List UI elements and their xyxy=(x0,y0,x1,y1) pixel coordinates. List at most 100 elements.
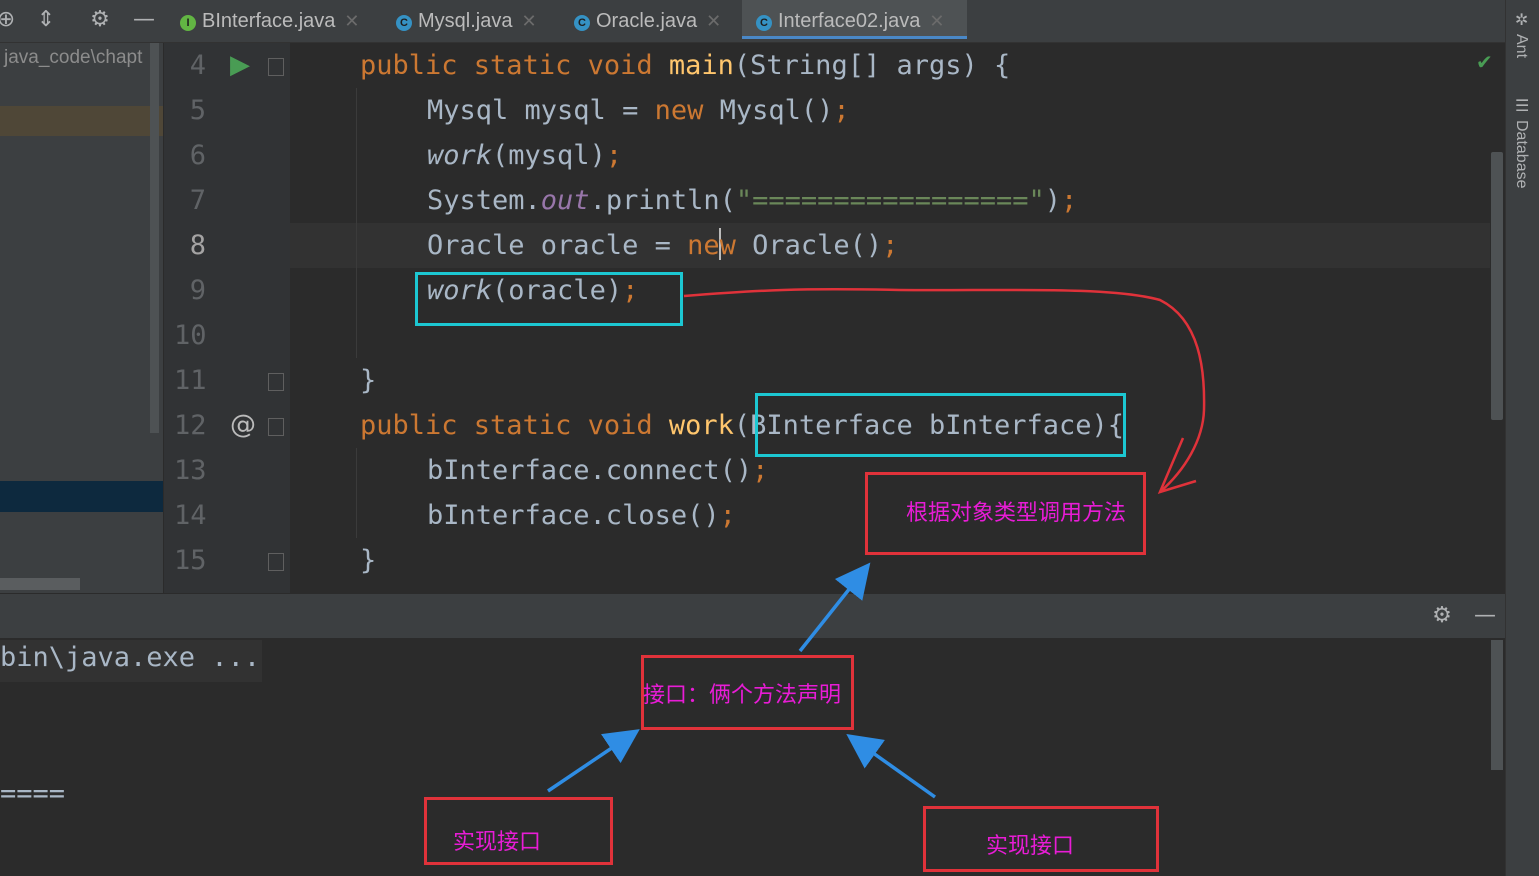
run-icon[interactable]: ▶ xyxy=(230,50,250,80)
line-number: 15 xyxy=(174,545,207,576)
tab-label: Mysql.java xyxy=(418,10,513,32)
tab-label: Interface02.java xyxy=(778,10,921,32)
code-line-7[interactable]: System.out.println("================="); xyxy=(427,178,1077,223)
code-text: System. xyxy=(427,185,541,216)
class-icon: C xyxy=(574,15,590,31)
close-icon[interactable]: ✕ xyxy=(344,11,360,31)
line-number: 9 xyxy=(189,275,206,306)
indent-guide xyxy=(356,88,357,358)
collapse-icon[interactable]: ⇕ xyxy=(36,7,56,32)
code-line-13[interactable]: bInterface.connect(); xyxy=(427,448,768,493)
string-literal: "=================" xyxy=(735,185,1045,216)
gear-icon[interactable]: ⚙ xyxy=(90,7,110,32)
semicolon: ; xyxy=(882,230,899,261)
line-number: 12 xyxy=(174,410,207,441)
code-line-8[interactable]: Oracle oracle = new Oracle(); xyxy=(427,223,898,268)
code-text: bInterface.connect() xyxy=(427,455,753,486)
code-editor[interactable]: public static void main(String[] args) {… xyxy=(290,43,1505,593)
ant-icon: ✲ xyxy=(1515,10,1529,29)
database-tool-button[interactable]: Database xyxy=(1513,120,1530,189)
close-icon[interactable]: ✕ xyxy=(521,11,537,31)
semicolon: ; xyxy=(833,95,850,126)
console-scrollbar[interactable] xyxy=(1491,640,1503,770)
semicolon: ; xyxy=(605,140,623,171)
close-icon[interactable]: ✕ xyxy=(706,11,722,31)
code-line-9[interactable]: work(oracle); xyxy=(427,268,638,313)
semicolon: ; xyxy=(1061,185,1078,216)
code-line-14[interactable]: bInterface.close(); xyxy=(427,493,736,538)
project-hscrollbar[interactable] xyxy=(0,578,80,590)
code-line-15[interactable]: } xyxy=(360,545,377,576)
current-line-highlight xyxy=(290,223,1490,268)
method-name: main xyxy=(668,50,734,81)
fold-marker-icon[interactable] xyxy=(268,373,284,391)
ant-tool-button[interactable]: Ant xyxy=(1513,34,1530,59)
close-icon[interactable]: ✕ xyxy=(929,11,945,31)
line-number: 5 xyxy=(189,95,206,126)
keyword: w xyxy=(719,230,753,261)
keyword: void xyxy=(587,50,669,81)
code-text: (String[] args) { xyxy=(733,50,1011,81)
keyword: static xyxy=(473,410,588,441)
editor-scrollbar[interactable] xyxy=(1491,152,1503,420)
minimize-icon[interactable]: — xyxy=(133,7,155,32)
tab-interface02[interactable]: C Interface02.java ✕ xyxy=(742,0,967,39)
keyword: static xyxy=(473,50,588,81)
fold-marker-icon[interactable] xyxy=(268,553,284,571)
keyword: ne xyxy=(687,230,720,261)
fold-marker-icon[interactable] xyxy=(268,418,284,436)
minimize-icon[interactable]: — xyxy=(1474,603,1496,628)
gear-icon[interactable]: ⚙ xyxy=(1432,603,1452,628)
class-icon: C xyxy=(756,15,772,31)
code-text: Mysql() xyxy=(719,95,834,126)
code-text: (mysql) xyxy=(492,140,606,171)
method-name: work xyxy=(668,410,734,441)
keyword: public xyxy=(360,50,474,81)
project-path[interactable]: java_code\chapt xyxy=(4,47,143,68)
line-number: 7 xyxy=(189,185,206,216)
line-number: 14 xyxy=(174,500,207,531)
console-line-output: ==== xyxy=(0,778,66,809)
code-text: bInterface.close() xyxy=(427,500,720,531)
semicolon: ; xyxy=(719,500,736,531)
code-line-6[interactable]: work(mysql); xyxy=(427,133,622,178)
override-icon[interactable]: @ xyxy=(230,410,256,440)
plus-circle-icon[interactable]: ⊕ xyxy=(0,7,16,32)
code-line-12[interactable]: public static void work(BInterface bInte… xyxy=(360,403,1124,448)
project-highlight-row[interactable] xyxy=(0,106,163,136)
fold-marker-icon[interactable] xyxy=(268,58,284,76)
line-number: 10 xyxy=(174,320,207,351)
run-console[interactable]: bin\java.exe ... ==== xyxy=(0,638,1505,876)
code-line-11[interactable]: } xyxy=(360,365,377,396)
line-number: 4 xyxy=(189,50,206,81)
code-line-5[interactable]: Mysql mysql = new Mysql(); xyxy=(427,88,850,133)
project-selected-row[interactable] xyxy=(0,481,163,512)
console-line-command: bin\java.exe ... xyxy=(0,642,261,673)
line-number: 8 xyxy=(189,230,206,261)
line-number: 13 xyxy=(174,455,207,486)
line-number: 6 xyxy=(189,140,206,171)
code-text: Oracle() xyxy=(752,230,883,261)
editor-gutter: 4 5 6 7 8 9 10 11 12 13 14 15 ▶ @ xyxy=(164,43,290,593)
tab-label: BInterface.java xyxy=(202,10,336,32)
text-caret xyxy=(718,228,721,260)
right-tool-strip: ✲ Ant ☰ Database xyxy=(1505,0,1539,876)
project-scrollbar[interactable] xyxy=(150,43,159,433)
database-icon: ☰ xyxy=(1515,96,1530,115)
check-icon: ✔ xyxy=(1476,50,1493,74)
project-panel: java_code\chapt xyxy=(0,43,163,593)
method-call: work xyxy=(427,140,493,171)
console-command-bg xyxy=(0,640,262,682)
line-number: 11 xyxy=(174,365,207,396)
keyword: public xyxy=(360,410,474,441)
code-text: (BInterface bInterface){ xyxy=(733,410,1125,441)
code-text: Mysql mysql = xyxy=(427,95,655,126)
static-field: out xyxy=(540,185,590,216)
semicolon: ; xyxy=(752,455,769,486)
code-text: ) xyxy=(1044,185,1062,216)
code-line-4[interactable]: public static void main(String[] args) { xyxy=(360,43,1010,88)
